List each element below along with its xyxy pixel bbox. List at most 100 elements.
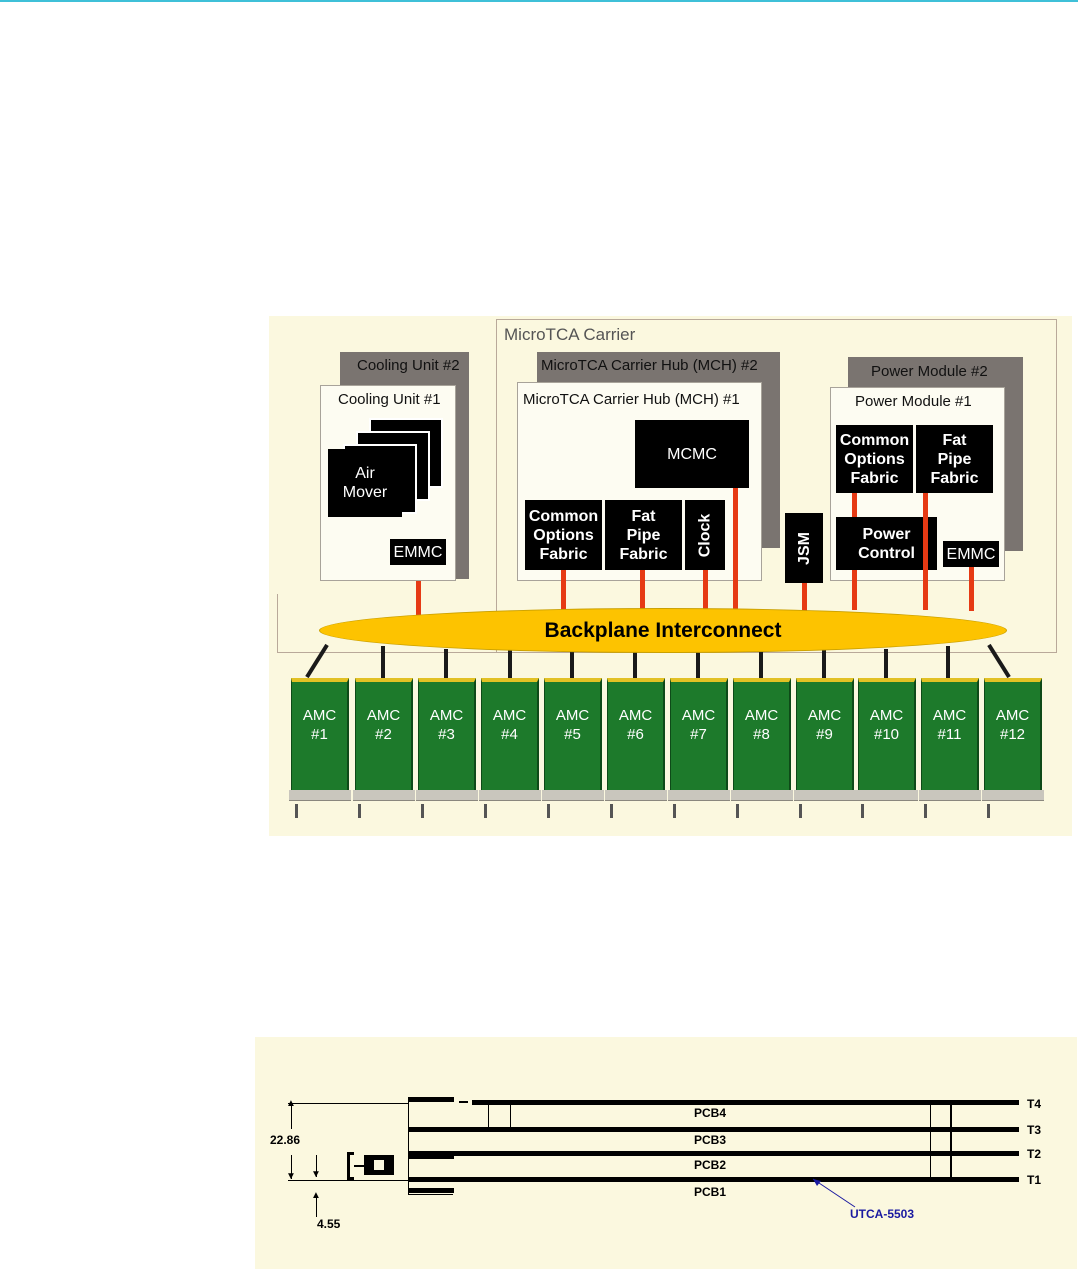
link-pm-emmc [969, 567, 974, 611]
amc-link-10 [884, 649, 888, 680]
link-mcmc [733, 488, 738, 610]
amc-base-8 [731, 790, 793, 801]
amc-pin-3 [421, 804, 424, 818]
track-label-t2: T2 [1027, 1147, 1042, 1161]
amc-card-9: AMC #9 [796, 678, 854, 790]
layer-label-pcb3: PCB3 [694, 1133, 727, 1147]
amc-pin-6 [610, 804, 613, 818]
amc-card-1: AMC #1 [291, 678, 349, 790]
amc-card-5: AMC #5 [544, 678, 602, 790]
via-left-b [510, 1104, 511, 1128]
cooling-unit-2-label: Cooling Unit #2 [357, 357, 460, 374]
via-right-a [930, 1104, 931, 1179]
dim-bottom-extension [288, 1180, 408, 1181]
mch-1-label: MicroTCA Carrier Hub (MCH) #1 [523, 391, 740, 408]
amc-pin-10 [861, 804, 864, 818]
part-number-label: UTCA-5503 [850, 1207, 915, 1221]
amc-link-6 [633, 649, 637, 680]
link-mch-fat-pipe [640, 570, 645, 610]
amc-link-11 [946, 646, 950, 680]
via-right-b [950, 1104, 952, 1179]
amc-base-4 [479, 790, 541, 801]
power-control-block: Power Control [836, 517, 937, 570]
dim-top-extension [288, 1103, 408, 1104]
amc-base-12 [982, 790, 1044, 801]
amc-card-3: AMC #3 [418, 678, 476, 790]
link-cooling-emmc [416, 581, 421, 616]
pm-common-options-fabric-block: Common Options Fabric [836, 425, 913, 493]
amc-pin-4 [484, 804, 487, 818]
amc-base-10 [856, 790, 918, 801]
carrier-edge-left [496, 319, 497, 595]
amc-link-9 [822, 649, 826, 680]
dim-bottom-arrow-up: ▲ [311, 1190, 321, 1201]
connector-tab-top [408, 1097, 454, 1102]
link-mch-clock [703, 570, 708, 610]
microtca-architecture-diagram: MicroTCA Carrier Cooling Unit #2 Cooling… [269, 316, 1072, 836]
amc-link-5 [570, 649, 574, 680]
power-module-2-label: Power Module #2 [871, 363, 988, 380]
dim-small-arrow-down: ▼ [311, 1169, 321, 1180]
amc-pin-7 [673, 804, 676, 818]
side-connector-link [354, 1165, 364, 1167]
jsm-label: JSM [795, 531, 813, 565]
dim-bottom-vertical [316, 1195, 317, 1217]
cooling-unit-1-label: Cooling Unit #1 [338, 391, 441, 408]
jsm-block: JSM [785, 513, 823, 583]
mch-2-label: MicroTCA Carrier Hub (MCH) #2 [541, 357, 758, 374]
power-emmc-block: EMMC [943, 541, 999, 567]
connector-dash [459, 1101, 468, 1103]
mch-common-options-fabric-block: Common Options Fabric [525, 500, 602, 570]
amc-pin-9 [799, 804, 802, 818]
track-t4-line [472, 1100, 1019, 1105]
mcmc-block: MCMC [635, 420, 749, 488]
amc-card-7: AMC #7 [670, 678, 728, 790]
amc-card-8: AMC #8 [733, 678, 791, 790]
dim-bottom-label: 4.55 [317, 1217, 341, 1231]
power-module-1-label: Power Module #1 [855, 393, 972, 410]
dim-small-vertical [316, 1155, 317, 1177]
amc-pin-2 [358, 804, 361, 818]
mch-fat-pipe-fabric-block: Fat Pipe Fabric [605, 500, 682, 570]
layer-label-pcb2: PCB2 [694, 1158, 727, 1172]
amc-base-3 [416, 790, 478, 801]
link-jsm [802, 583, 807, 611]
via-left-a [488, 1104, 489, 1128]
top-rule [0, 0, 1078, 2]
dim-vertical-lower [291, 1155, 292, 1179]
amc-base-1 [289, 790, 351, 801]
amc-base-6 [605, 790, 667, 801]
backplane-interconnect: Backplane Interconnect [319, 608, 1007, 653]
amc-base-7 [668, 790, 730, 801]
track-label-t3: T3 [1027, 1123, 1042, 1137]
layer-label-pcb1: PCB1 [694, 1185, 727, 1199]
amc-card-10: AMC #10 [858, 678, 916, 790]
connector-tab-bottom [408, 1188, 454, 1193]
side-connector-window [371, 1160, 387, 1170]
amc-base-9 [794, 790, 856, 801]
amc-card-2: AMC #2 [355, 678, 413, 790]
amc-link-7 [696, 649, 700, 680]
link-pm-power-control [852, 570, 857, 610]
amc-card-6: AMC #6 [607, 678, 665, 790]
connector-tab-mid [408, 1155, 454, 1159]
dim-total-label: 22.86 [270, 1133, 301, 1147]
carrier-label: MicroTCA Carrier [504, 325, 636, 344]
dim-vertical-upper [291, 1105, 292, 1129]
track-t3-line [408, 1127, 1019, 1132]
amc-link-3 [444, 649, 448, 680]
side-connector-bracket [347, 1152, 354, 1180]
dim-arrow-up: ▲ [286, 1098, 296, 1109]
part-number-leader [812, 1178, 856, 1208]
carrier-mask [278, 592, 498, 595]
cooling-emmc-block: EMMC [390, 539, 446, 565]
amc-link-8 [759, 649, 763, 680]
pm-fat-pipe-fabric-block: Fat Pipe Fabric [916, 425, 993, 493]
amc-pin-11 [924, 804, 927, 818]
amc-link-2 [381, 646, 385, 680]
pcb-stackup-diagram: PCB4 PCB3 PCB2 PCB1 T4 T3 T2 T1 ▲ ▼ 22.8… [255, 1037, 1077, 1269]
amc-pin-5 [547, 804, 550, 818]
link-mch-cof [561, 570, 566, 610]
track-t2-line [408, 1151, 1019, 1156]
amc-base-11 [919, 790, 981, 801]
